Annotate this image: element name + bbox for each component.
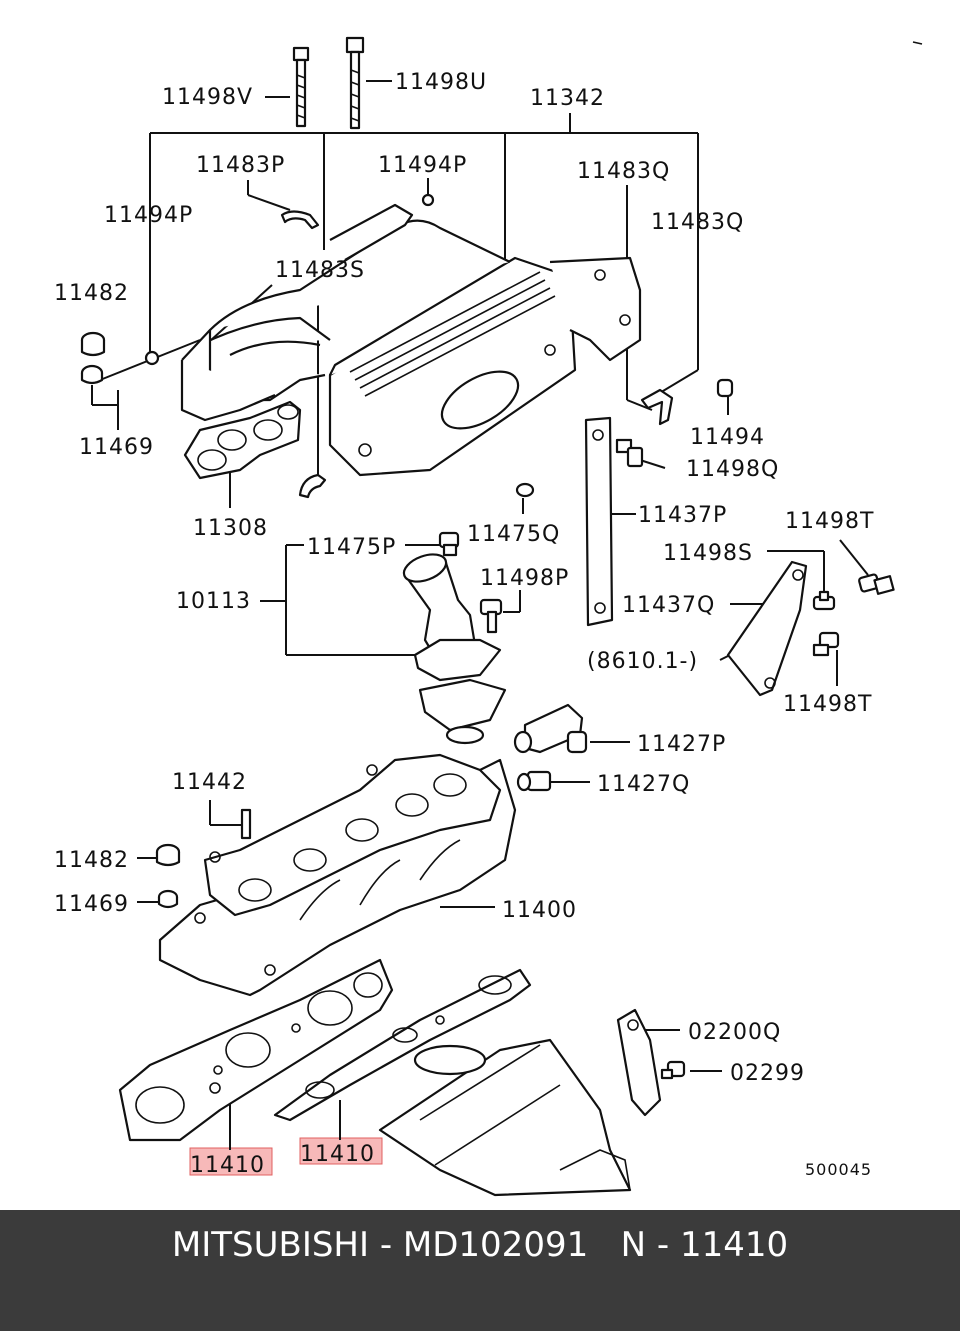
bolt-11475Q bbox=[515, 482, 535, 498]
label-11483Q-a: 11483Q bbox=[577, 159, 670, 184]
plug-11494P-left bbox=[144, 350, 160, 366]
gasket-11410-exhaust-side bbox=[118, 958, 394, 1142]
label-11498V: 11498V bbox=[162, 85, 253, 110]
washer-11469-bottom bbox=[157, 889, 179, 909]
label-11410-left: 11410 bbox=[190, 1153, 265, 1178]
label-11482-top: 11482 bbox=[54, 281, 129, 306]
bolt-11498S bbox=[812, 590, 836, 611]
label-11483P: 11483P bbox=[196, 153, 285, 178]
label-11498T-a: 11498T bbox=[785, 509, 874, 534]
label-10113: 10113 bbox=[176, 589, 251, 614]
bolt-11498T-b bbox=[812, 631, 840, 657]
bolt-11498V bbox=[292, 46, 310, 128]
label-11427P: 11427P bbox=[637, 732, 726, 757]
label-11469-bottom: 11469 bbox=[54, 892, 129, 917]
label-02200Q: 02200Q bbox=[688, 1020, 781, 1045]
stud-11442 bbox=[240, 808, 252, 840]
parts-diagram: 11498V 11498U 11342 11483P 11494P 11483Q… bbox=[54, 36, 923, 1197]
bolt-11498P bbox=[479, 598, 503, 634]
label-11498S: 11498S bbox=[663, 541, 753, 566]
hose-11483P bbox=[280, 210, 320, 230]
label-11475P: 11475P bbox=[307, 535, 396, 560]
label-11442: 11442 bbox=[172, 770, 247, 795]
stay-11437P bbox=[584, 416, 614, 627]
hose-11483Q bbox=[640, 388, 674, 426]
plug-11494 bbox=[716, 378, 734, 398]
label-11494P-top: 11494P bbox=[378, 153, 467, 178]
label-11400: 11400 bbox=[502, 898, 577, 923]
surge-tank-11342 bbox=[180, 203, 642, 477]
highlight-box-11410-right bbox=[299, 1137, 383, 1165]
nut-11482-top bbox=[80, 331, 106, 357]
label-11308: 11308 bbox=[193, 516, 268, 541]
label-11483Q-b: 11483Q bbox=[651, 210, 744, 235]
footer-part-number: MITSUBISHI - MD102091 N - 11410 bbox=[171, 1225, 789, 1265]
gasket-11410-intake-side bbox=[273, 968, 532, 1122]
highlight-box-11410-left bbox=[189, 1147, 273, 1176]
label-11498Q: 11498Q bbox=[686, 457, 779, 482]
washer-11469-top bbox=[80, 364, 104, 385]
nut-11482-bottom bbox=[155, 843, 181, 867]
hose-11483S bbox=[298, 473, 327, 499]
gasket-11308 bbox=[183, 400, 302, 480]
bolt-11498Q bbox=[615, 438, 644, 468]
sensor-11427Q bbox=[516, 770, 552, 792]
label-11498T-b: 11498T bbox=[783, 692, 872, 717]
bolt-11498U bbox=[345, 36, 365, 130]
label-11482-bottom: 11482 bbox=[54, 848, 129, 873]
bolt-11475P bbox=[438, 531, 460, 557]
label-11498U: 11498U bbox=[395, 70, 487, 95]
bracket-02200Q bbox=[616, 1008, 662, 1117]
label-02299: 02299 bbox=[730, 1061, 805, 1086]
intake-manifold-11400 bbox=[158, 753, 517, 997]
bracket-11437Q bbox=[726, 560, 808, 697]
scan-marks bbox=[912, 41, 923, 45]
label-11498P: 11498P bbox=[480, 566, 569, 591]
label-11342: 11342 bbox=[530, 86, 605, 111]
label-11483S: 11483S bbox=[275, 258, 365, 283]
label-500045: 500045 bbox=[805, 1160, 872, 1179]
label-11410-right: 11410 bbox=[300, 1142, 375, 1167]
label-11469-top: 11469 bbox=[79, 435, 154, 460]
label-11427Q: 11427Q bbox=[597, 772, 690, 797]
plug-11494P-top bbox=[421, 193, 435, 207]
cylinder-head bbox=[378, 1038, 632, 1197]
label-11437Q: 11437Q bbox=[622, 593, 715, 618]
label-11494P-left: 11494P bbox=[104, 203, 193, 228]
sensor-11427P bbox=[513, 703, 588, 754]
bolt-11498T-a bbox=[858, 573, 895, 595]
bolt-02299 bbox=[660, 1060, 686, 1080]
label-11437P: 11437P bbox=[638, 503, 727, 528]
thermostat-housing-10113 bbox=[402, 553, 507, 745]
label-11494: 11494 bbox=[690, 425, 765, 450]
label-11475Q: 11475Q bbox=[467, 522, 560, 547]
label-8610: (8610.1-) bbox=[587, 649, 698, 674]
footer-bar: MITSUBISHI - MD102091 N - 11410 bbox=[0, 1210, 960, 1331]
